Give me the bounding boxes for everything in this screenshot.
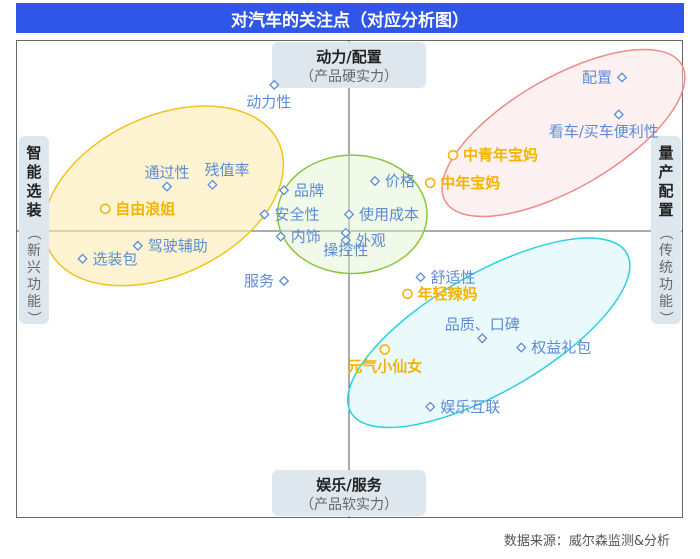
chart-title: 对汽车的关注点（对应分析图） [16,3,684,33]
axis-left-sublabel-char: 功 [27,277,41,293]
segment-label: 中青年宝妈 [463,146,538,164]
segment-point [379,344,391,355]
attribute-point [340,235,351,246]
attribute-label: 驾驶辅助 [148,237,208,255]
axis-right-sublabel-char: 传 [659,243,673,259]
attribute-label: 看车/买车便利性 [549,122,659,140]
axis-right-label-char: 量 [658,144,673,162]
data-source: 数据来源：威尔森监测&分析 [503,534,670,549]
axis-left-sublabel-char: （ [25,226,41,240]
axis-right-sublabel-char: 统 [659,260,673,276]
attribute-point [340,227,351,239]
attribute-point [132,240,143,251]
attribute-label: 外观 [356,231,386,249]
axis-bottom-sublabel: （产品软实力） [300,497,398,513]
attribute-point [477,333,488,344]
axis-left-sublabel-char: ） [25,311,41,325]
axis-right-label-char: 产 [658,163,673,181]
attribute-point [516,342,527,353]
attribute-label: 操控性 [323,241,368,259]
attribute-label: 使用成本 [359,205,419,223]
axis-left-sublabel-char: 能 [27,294,41,310]
attribute-label: 娱乐互联 [440,398,500,416]
attribute-point [259,209,270,220]
attribute-point [278,185,290,196]
axis-left-box [19,136,49,324]
axis-right-label-char: 配 [658,182,673,200]
axis-bottom-box [272,470,426,516]
attribute-label: 品质、口碑 [445,315,520,333]
segment-point [99,203,111,215]
attribute-label: 安全性 [275,205,320,223]
attribute-point [275,231,286,242]
attribute-label: 价格 [385,172,415,190]
plot-frame [16,40,683,518]
attribute-label: 配置 [582,68,612,86]
axis-left-sublabel-char: 新 [27,243,41,259]
axis-top-sublabel: （产品硬实力） [300,69,398,85]
cluster-ellipse-red [441,48,686,218]
attribute-point [343,209,355,220]
attribute-label: 通过性 [144,164,189,182]
segment-point [424,177,436,189]
axis-right-label-char: 置 [658,201,673,219]
axis-bottom-label: 娱乐/服务 [316,476,382,494]
attribute-point [161,181,173,192]
attribute-point [415,272,426,283]
attribute-point [77,253,88,264]
attribute-label: 服务 [244,272,274,290]
attribute-label: 选装包 [93,250,138,268]
attribute-point [269,79,280,91]
attribute-point [278,275,290,287]
axis-right-box [651,136,681,324]
attribute-point [207,179,218,190]
axis-right-sublabel-char: 功 [659,277,673,293]
attribute-point [616,72,628,83]
attribute-label: 舒适性 [431,268,476,286]
axis-top-box [272,42,426,88]
attribute-point [369,175,381,187]
segment-point [447,149,459,161]
axis-top-label: 动力/配置 [316,48,381,66]
axis-right-sublabel-char: 能 [659,294,673,310]
attribute-label: 动力性 [246,93,291,111]
attribute-label: 残值率 [205,161,250,179]
attribute-point [613,109,624,120]
cluster-ellipse-cyan [346,237,631,429]
attribute-label: 内饰 [291,228,321,246]
axis-left-sublabel-char: 兴 [27,260,41,276]
axis-right-sublabel-char: （ [657,226,673,240]
attribute-label: 品牌 [294,181,324,199]
axis-right-sublabel-char: ） [657,311,673,325]
axis-left-label-char: 能 [26,163,41,181]
attribute-label: 权益礼包 [531,339,591,357]
segment-label: 元气小仙女 [347,357,422,375]
segment-label: 中年宝妈 [440,174,500,192]
attribute-point [425,401,436,412]
segment-label: 年轻辣妈 [418,285,478,303]
segment-point [402,288,413,300]
axis-left-label-char: 智 [26,144,41,162]
segment-label: 自由浪姐 [115,200,175,218]
axis-left-label-char: 选 [26,182,41,200]
axis-left-label-char: 装 [25,201,42,219]
